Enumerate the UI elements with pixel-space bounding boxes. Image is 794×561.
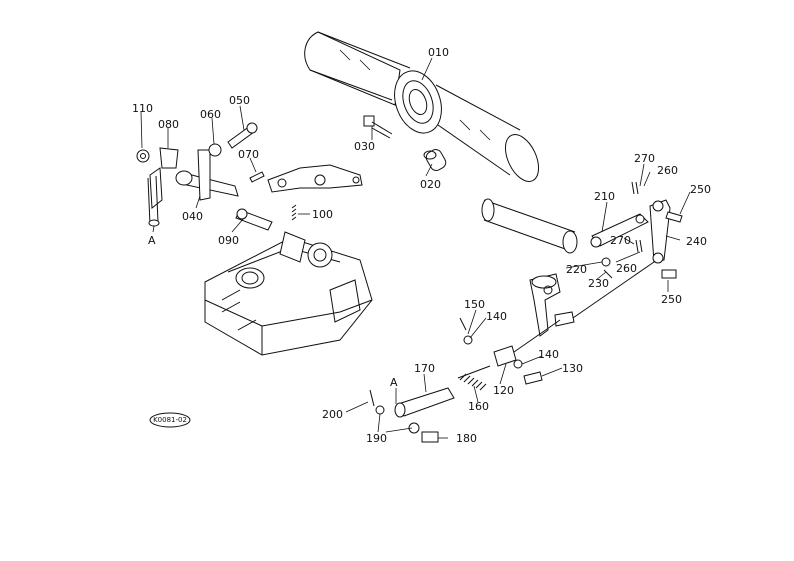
label-260-lower: 260 xyxy=(616,262,637,275)
label-150: 150 xyxy=(464,298,485,311)
label-130: 130 xyxy=(562,362,583,375)
bushing-020 xyxy=(423,149,447,171)
left-linkage xyxy=(136,122,363,231)
label-210: 210 xyxy=(594,190,615,203)
leader-lines xyxy=(140,57,691,439)
bolt-030 xyxy=(363,115,393,139)
drawing-code: K0081-02 xyxy=(153,416,187,424)
label-240: 240 xyxy=(686,235,707,248)
label-020: 020 xyxy=(420,178,441,191)
right-shaft-assembly xyxy=(481,181,683,321)
label-170: 170 xyxy=(414,362,435,375)
drawing-code-badge: K0081-02 xyxy=(149,412,191,428)
upper-shaft-assembly xyxy=(304,31,540,182)
label-250-lower: 250 xyxy=(661,293,682,306)
label-050: 050 xyxy=(229,94,250,107)
label-040: 040 xyxy=(182,210,203,223)
ref-a-top: A xyxy=(148,234,156,247)
label-080: 080 xyxy=(158,118,179,131)
label-030: 030 xyxy=(354,140,375,153)
label-250-upper: 250 xyxy=(690,183,711,196)
label-090: 090 xyxy=(218,234,239,247)
label-180: 180 xyxy=(456,432,477,445)
label-070: 070 xyxy=(238,148,259,161)
label-140-upper: 140 xyxy=(486,310,507,323)
lower-spool-assembly xyxy=(369,273,575,443)
ref-a-bottom: A xyxy=(390,376,398,389)
label-100: 100 xyxy=(312,208,333,221)
label-220: 220 xyxy=(566,263,587,276)
label-110: 110 xyxy=(132,102,153,115)
label-260-upper: 260 xyxy=(657,164,678,177)
label-060: 060 xyxy=(200,108,221,121)
label-270-upper: 270 xyxy=(634,152,655,165)
label-200: 200 xyxy=(322,408,343,421)
label-190: 190 xyxy=(366,432,387,445)
label-120: 120 xyxy=(493,384,514,397)
valve-body xyxy=(204,231,373,356)
label-140-lower: 140 xyxy=(538,348,559,361)
label-010: 010 xyxy=(428,46,449,59)
label-160: 160 xyxy=(468,400,489,413)
label-270-lower: 270 xyxy=(610,234,631,247)
label-230: 230 xyxy=(588,277,609,290)
